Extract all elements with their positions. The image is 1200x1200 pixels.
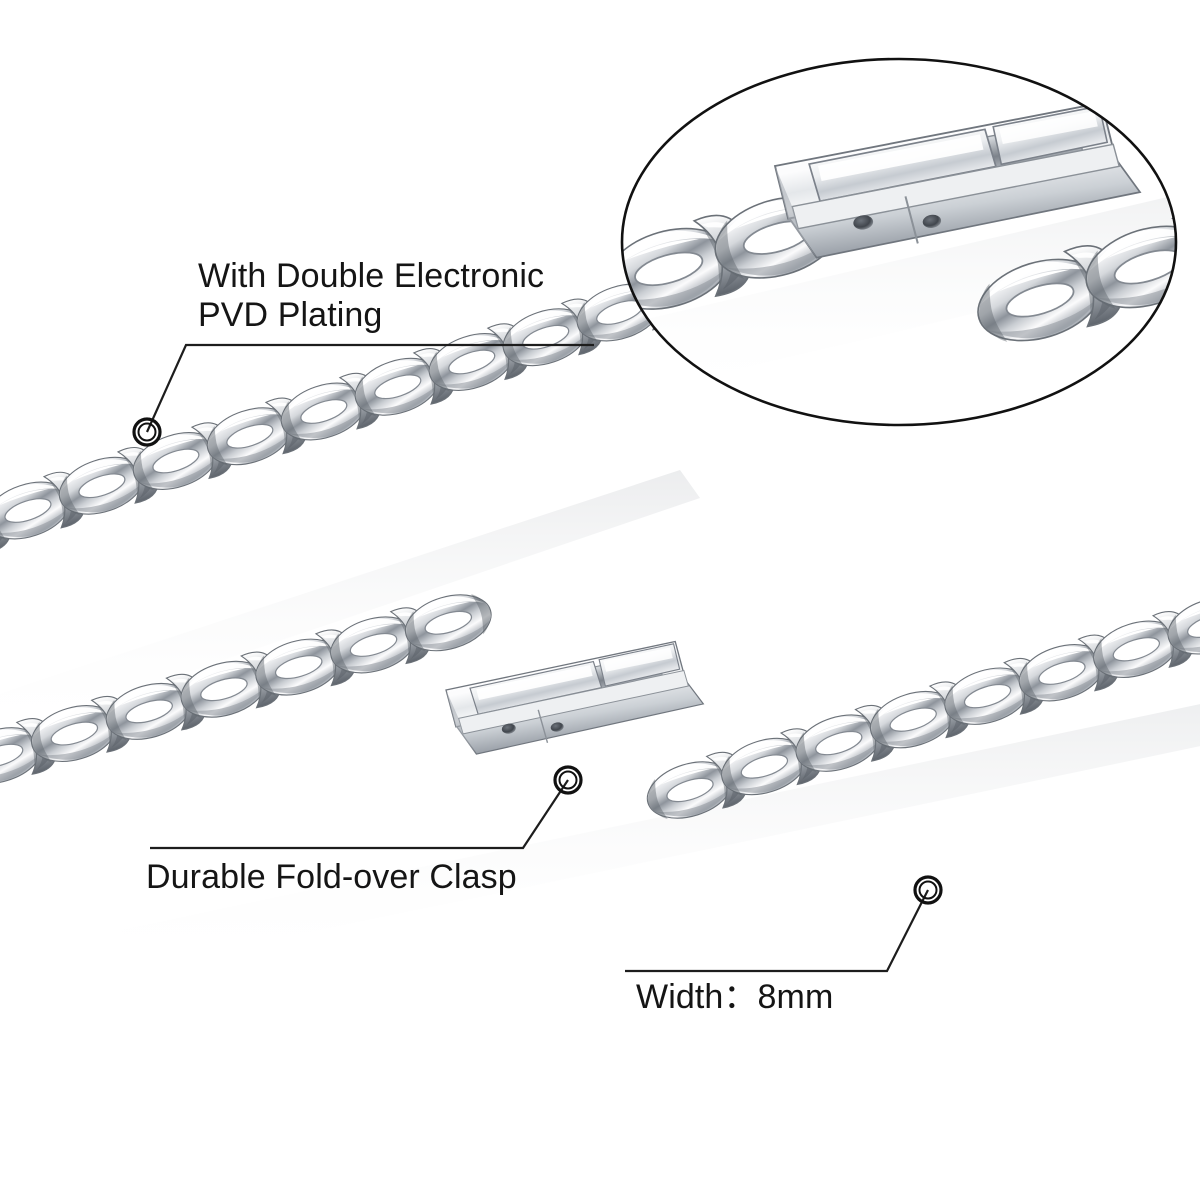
callout-label-clasp-line1: Durable Fold-over Clasp: [146, 858, 517, 896]
detail-inset: [620, 57, 1178, 427]
callout-width: [625, 875, 943, 973]
leader-line-pvd: [145, 343, 594, 433]
marker-width: [913, 875, 943, 905]
callout-label-pvd-line2: PVD Plating: [198, 296, 383, 334]
callout-label-fold-over-clasp: Durable Fold-over Clasp: [146, 858, 517, 897]
leader-line-width: [625, 889, 929, 973]
marker-clasp: [553, 765, 583, 795]
detail-inset-content: [622, 98, 1176, 400]
detail-inset-border: [620, 57, 1178, 427]
marker-pvd: [132, 417, 162, 447]
callout-pvd-plating: [132, 343, 594, 447]
chain-ground-shadows: [0, 470, 1200, 968]
callout-label-width-line1: Width：8mm: [636, 978, 834, 1016]
callout-fold-over-clasp: [150, 765, 583, 850]
fold-over-clasp: [443, 638, 707, 758]
callout-label-pvd-line1: With Double Electronic: [198, 257, 545, 295]
leader-line-clasp: [150, 779, 569, 850]
callout-label-width: Width：8mm: [636, 978, 833, 1017]
